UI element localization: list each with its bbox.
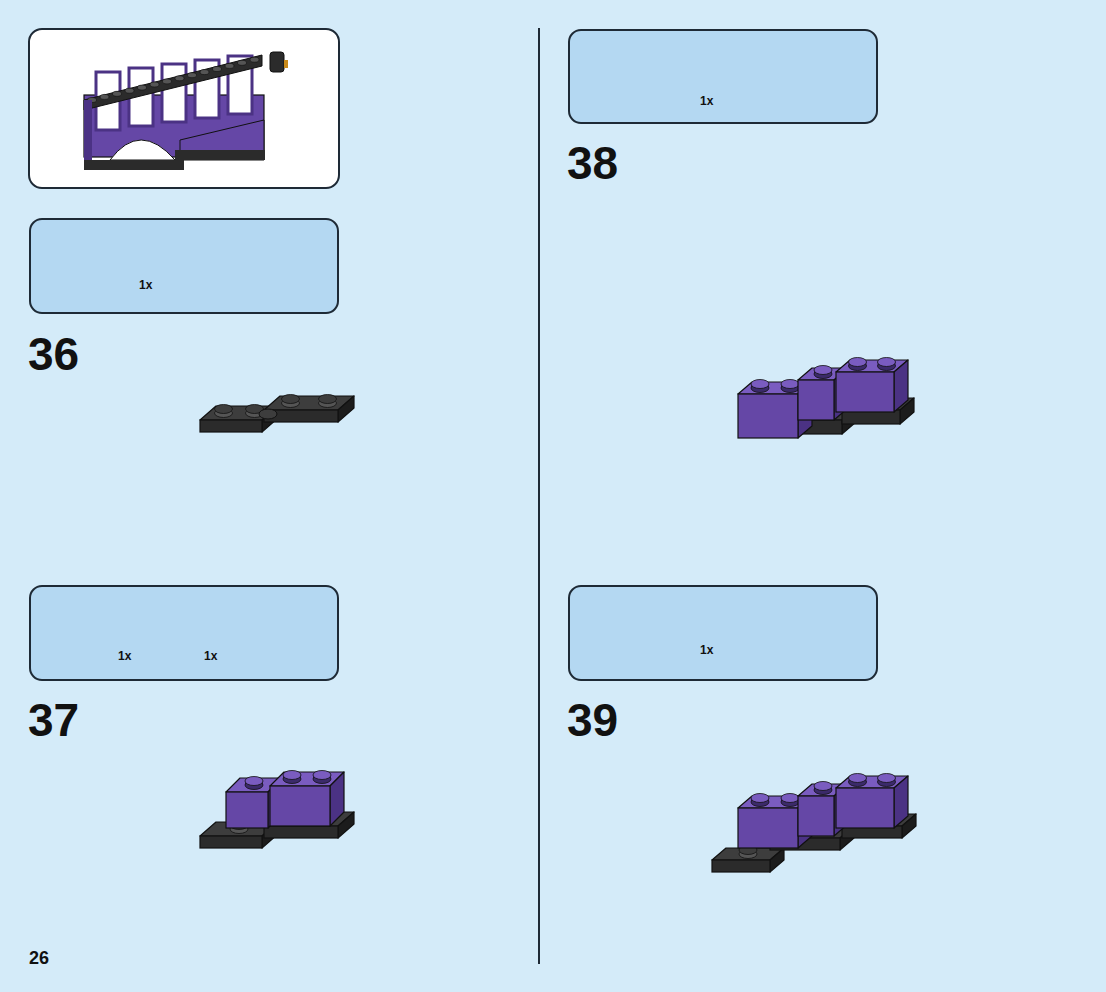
brick-part bbox=[836, 372, 894, 412]
part-quantity: 1x bbox=[118, 649, 131, 663]
brick-part bbox=[250, 57, 259, 62]
brick-part bbox=[175, 76, 184, 81]
parts-callout: 1x bbox=[29, 218, 339, 314]
parts-callout: 1x bbox=[568, 585, 878, 681]
brick-part bbox=[213, 67, 222, 72]
parts-callout: 1x bbox=[568, 29, 878, 124]
brick-part bbox=[163, 79, 172, 84]
brick-part bbox=[770, 848, 784, 872]
brick-part bbox=[138, 85, 147, 90]
part-quantity: 1x bbox=[204, 649, 217, 663]
brick-part bbox=[751, 380, 769, 389]
brick-part bbox=[836, 788, 894, 828]
brick-part bbox=[781, 794, 799, 803]
brick-part bbox=[100, 94, 109, 99]
lamp bbox=[270, 52, 284, 72]
purple-brick bbox=[270, 771, 344, 827]
brick-part bbox=[238, 60, 247, 65]
brick-part bbox=[200, 420, 262, 432]
brick-part bbox=[84, 100, 92, 160]
brick-part bbox=[200, 70, 209, 75]
brick-part bbox=[215, 405, 233, 414]
brick-part bbox=[245, 777, 263, 786]
brick-part bbox=[313, 771, 331, 780]
brick-drawings bbox=[84, 48, 916, 872]
step-number: 36 bbox=[28, 331, 79, 377]
wheel-arch bbox=[110, 140, 175, 160]
brick-part bbox=[84, 160, 184, 170]
brick-part bbox=[319, 395, 337, 404]
brick-part bbox=[175, 150, 265, 160]
brick-part bbox=[738, 394, 798, 438]
brick-part bbox=[200, 836, 262, 848]
brick-part bbox=[284, 60, 288, 68]
brick-part bbox=[814, 782, 832, 791]
brick-part bbox=[798, 380, 834, 420]
step-number: 39 bbox=[567, 697, 618, 743]
part-quantity: 1x bbox=[139, 278, 152, 292]
brick-part bbox=[781, 380, 799, 389]
black-plate bbox=[264, 395, 354, 423]
page-number: 26 bbox=[29, 949, 49, 967]
brick-part bbox=[738, 808, 798, 848]
step-number: 38 bbox=[567, 140, 618, 186]
purple-brick bbox=[836, 358, 908, 413]
brick-part bbox=[712, 860, 770, 872]
roof-plate bbox=[84, 55, 262, 110]
part-quantity: 1x bbox=[700, 94, 713, 108]
window bbox=[162, 64, 186, 122]
step-number: 37 bbox=[28, 697, 79, 743]
brick-part bbox=[849, 774, 867, 783]
brick-part bbox=[338, 396, 354, 422]
brick-part bbox=[282, 395, 300, 404]
column-divider bbox=[538, 28, 540, 964]
brick-part bbox=[894, 776, 908, 828]
brick-part bbox=[226, 792, 268, 828]
parts-callout: 1x 1x bbox=[29, 585, 339, 681]
brick-part bbox=[264, 826, 338, 838]
purple-brick bbox=[836, 774, 908, 829]
brick-part bbox=[259, 409, 277, 419]
brick-part bbox=[283, 771, 301, 780]
brick-part bbox=[150, 82, 159, 87]
brick-part bbox=[125, 88, 134, 93]
brick-part bbox=[751, 794, 769, 803]
brick-part bbox=[798, 796, 834, 836]
brick-part bbox=[113, 91, 122, 96]
brick-part bbox=[849, 358, 867, 367]
brick-part bbox=[188, 73, 197, 78]
brick-part bbox=[878, 774, 896, 783]
black-plate bbox=[200, 405, 278, 433]
brick-part bbox=[225, 63, 234, 68]
brick-part bbox=[814, 366, 832, 375]
brick-part bbox=[878, 358, 896, 367]
brick-part bbox=[894, 360, 908, 412]
previous-step-panel bbox=[29, 29, 339, 188]
brick-part bbox=[270, 786, 330, 826]
brick-part bbox=[330, 772, 344, 826]
part-quantity: 1x bbox=[700, 643, 713, 657]
